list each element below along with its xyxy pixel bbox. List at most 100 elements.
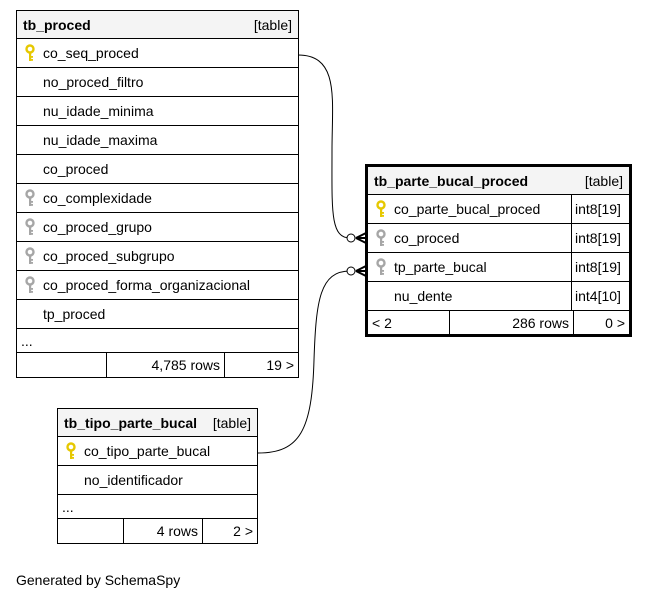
column-row[interactable]: co_parte_bucal_proced int8[19] [368, 195, 629, 224]
column-name-cell: no_identificador [58, 466, 257, 494]
column-row[interactable]: nu_dente int4[10] [368, 282, 629, 311]
column-name-cell: nu_dente [368, 282, 571, 310]
column-type: int8[19] [571, 195, 629, 223]
column-type: int8[19] [571, 253, 629, 281]
column-row[interactable]: tp_proced [17, 300, 298, 329]
primary-key-icon [64, 442, 78, 460]
crowfoot-marker [355, 232, 367, 244]
column-name[interactable]: co_seq_proced [43, 45, 139, 61]
column-name[interactable]: nu_dente [394, 288, 453, 304]
column-type: int8[19] [571, 224, 629, 252]
row-count: 4 rows [124, 519, 203, 543]
column-name[interactable]: nu_idade_minima [43, 103, 154, 119]
column-row[interactable]: co_seq_proced [17, 39, 298, 68]
primary-key-icon [23, 44, 37, 62]
row-count: 286 rows [450, 311, 574, 334]
table-footer: 4 rows 2 > [58, 519, 257, 543]
primary-key-icon [374, 200, 388, 218]
blank-icon [374, 287, 388, 305]
generated-by-label[interactable]: Generated by SchemaSpy [16, 572, 181, 588]
column-name[interactable]: co_parte_bucal_proced [394, 201, 541, 217]
column-row[interactable]: no_proced_filtro [17, 68, 298, 97]
column-name[interactable]: co_proced [43, 161, 109, 177]
column-row[interactable]: co_proced [17, 155, 298, 184]
more-columns: ... [58, 495, 257, 519]
blank-icon [23, 131, 37, 149]
blank-icon [23, 305, 37, 323]
table-header[interactable]: tb_parte_bucal_proced [table] [368, 167, 629, 195]
children-count[interactable]: 2 > [233, 523, 253, 539]
column-name[interactable]: co_complexidade [43, 190, 152, 206]
children-count[interactable]: 19 > [266, 357, 294, 373]
column-row[interactable]: co_proced_forma_organizacional [17, 271, 298, 300]
column-name-cell: co_parte_bucal_proced [368, 195, 571, 223]
parents-count[interactable] [58, 519, 124, 543]
foreign-key-icon [23, 247, 37, 265]
row-count: 4,785 rows [107, 353, 225, 377]
table-kind: [table] [212, 414, 251, 431]
table-kind: [table] [253, 16, 292, 33]
column-name[interactable]: nu_idade_maxima [43, 132, 158, 148]
column-name-cell: tp_parte_bucal [368, 253, 571, 281]
children-count[interactable]: 0 > [605, 314, 625, 331]
column-name[interactable]: no_proced_filtro [43, 74, 144, 90]
column-row[interactable]: co_tipo_parte_bucal [58, 437, 257, 466]
column-name-cell: co_proced_forma_organizacional [17, 271, 298, 299]
table-name[interactable]: tb_tipo_parte_bucal [64, 414, 198, 431]
column-name-cell: no_proced_filtro [17, 68, 298, 96]
column-name[interactable]: co_proced_grupo [43, 219, 152, 235]
column-type: int4[10] [571, 282, 629, 310]
table-name[interactable]: tb_parte_bucal_proced [374, 172, 529, 189]
crowfoot-marker [355, 265, 367, 277]
table-tb-parte-bucal-proced[interactable]: tb_parte_bucal_proced [table] co_parte_b… [365, 164, 632, 337]
column-row[interactable]: no_identificador [58, 466, 257, 495]
parents-count[interactable] [17, 353, 107, 377]
table-name[interactable]: tb_proced [23, 16, 91, 33]
column-name-cell: co_complexidade [17, 184, 298, 212]
column-name-cell: tp_proced [17, 300, 298, 328]
column-name-cell: nu_idade_maxima [17, 126, 298, 154]
column-row[interactable]: nu_idade_minima [17, 97, 298, 126]
relation-tb-proced-to-parte-bucal-proced [297, 54, 351, 239]
column-row[interactable]: co_proced_grupo [17, 213, 298, 242]
column-name-cell: co_tipo_parte_bucal [58, 437, 257, 465]
column-name-cell: co_proced [17, 155, 298, 183]
column-name-cell: co_proced_subgrupo [17, 242, 298, 270]
table-tb-tipo-parte-bucal[interactable]: tb_tipo_parte_bucal [table] co_tipo_part… [57, 408, 258, 544]
column-row[interactable]: nu_idade_maxima [17, 126, 298, 155]
foreign-key-icon [374, 229, 388, 247]
column-name-cell: co_proced_grupo [17, 213, 298, 241]
table-header[interactable]: tb_proced [table] [17, 11, 298, 39]
table-tb-proced[interactable]: tb_proced [table] co_seq_proced no_proced… [16, 10, 299, 378]
table-header[interactable]: tb_tipo_parte_bucal [table] [58, 409, 257, 437]
column-name-cell: co_proced [368, 224, 571, 252]
blank-icon [23, 102, 37, 120]
column-row[interactable]: co_complexidade [17, 184, 298, 213]
blank-icon [23, 73, 37, 91]
foreign-key-icon [23, 218, 37, 236]
blank-icon [23, 160, 37, 178]
column-row[interactable]: co_proced int8[19] [368, 224, 629, 253]
column-name[interactable]: tp_proced [43, 306, 106, 322]
zero-cardinality-marker [346, 233, 356, 243]
column-row[interactable]: co_proced_subgrupo [17, 242, 298, 271]
column-name[interactable]: tp_parte_bucal [394, 259, 487, 275]
table-footer: < 2 286 rows 0 > [368, 311, 629, 334]
foreign-key-icon [374, 258, 388, 276]
zero-cardinality-marker [346, 266, 356, 276]
column-name[interactable]: co_proced_forma_organizacional [43, 277, 251, 293]
column-name-cell: nu_idade_minima [17, 97, 298, 125]
more-columns: ... [17, 329, 298, 353]
column-row[interactable]: tp_parte_bucal int8[19] [368, 253, 629, 282]
table-kind: [table] [584, 172, 623, 189]
column-name-cell: co_seq_proced [17, 39, 298, 67]
blank-icon [64, 471, 78, 489]
table-footer: 4,785 rows 19 > [17, 353, 298, 377]
parents-count[interactable]: < 2 [368, 311, 450, 334]
column-name[interactable]: co_tipo_parte_bucal [84, 443, 211, 459]
column-name[interactable]: no_identificador [84, 472, 183, 488]
column-name[interactable]: co_proced [394, 230, 460, 246]
column-name[interactable]: co_proced_subgrupo [43, 248, 175, 264]
foreign-key-icon [23, 276, 37, 294]
